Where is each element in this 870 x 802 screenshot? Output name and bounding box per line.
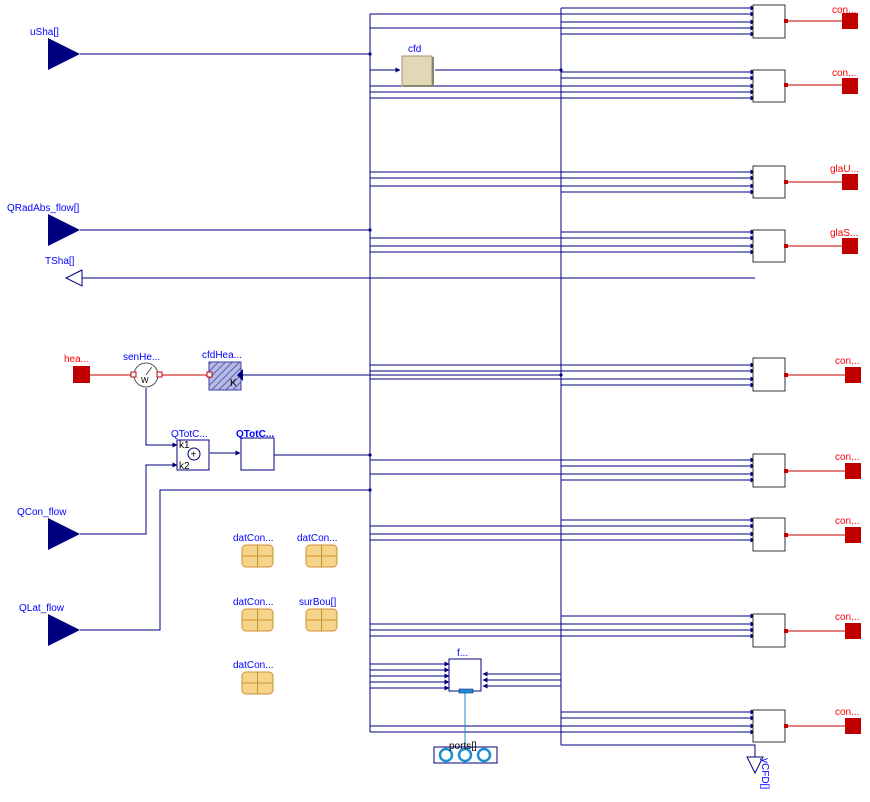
heat-flow-sensor[interactable]: W senHe... bbox=[123, 352, 163, 388]
add-k2-label: k2 bbox=[179, 461, 190, 472]
input-uSha-label: uSha[] bbox=[30, 27, 59, 38]
qtot-add-block[interactable]: + k1 k2 QTotC... bbox=[171, 429, 210, 472]
surface-block-7[interactable] bbox=[752, 517, 786, 552]
cfd-heat-k-label: K bbox=[230, 378, 237, 389]
record-surBou-label: surBou[] bbox=[299, 597, 336, 608]
record-datCon-1[interactable]: datCon... bbox=[233, 533, 274, 568]
output-port-8-label: con... bbox=[835, 612, 859, 623]
record-datCon-5[interactable]: datCon... bbox=[233, 660, 274, 695]
input-QRadAbs[interactable]: QRadAbs_flow[] bbox=[7, 203, 80, 246]
output-port-5[interactable]: con... bbox=[835, 356, 861, 383]
record-datCon-3[interactable]: datCon... bbox=[233, 597, 274, 632]
output-TSha[interactable]: TSha[] bbox=[45, 256, 83, 287]
input-QCon[interactable]: QCon_flow bbox=[17, 507, 80, 550]
output-port-9-label: con... bbox=[835, 707, 859, 718]
cfd-block-label: cfd bbox=[408, 44, 421, 55]
record-datCon-3-label: datCon... bbox=[233, 597, 274, 608]
output-yCFD[interactable]: yCFD[] bbox=[746, 756, 770, 789]
records: datCon... datCon... datCon... surBou[] d… bbox=[233, 533, 338, 695]
output-port-4-label: glaS... bbox=[830, 228, 858, 239]
surface-block-3[interactable] bbox=[752, 165, 786, 199]
heat-wires bbox=[90, 20, 845, 727]
cfd-heat-label: cfdHea... bbox=[202, 350, 242, 361]
output-port-7[interactable]: con... bbox=[835, 516, 861, 543]
input-uSha[interactable]: uSha[] bbox=[30, 27, 80, 70]
heat-port-hea-label: hea... bbox=[64, 354, 89, 365]
record-surBou[interactable]: surBou[] bbox=[299, 597, 338, 632]
fluid-ports-label: ports[] bbox=[449, 741, 477, 752]
output-port-1[interactable]: con... bbox=[832, 5, 858, 29]
fluid-interface-block[interactable]: f... bbox=[448, 648, 482, 694]
sensor-w-glyph: W bbox=[141, 376, 149, 385]
surface-block-5[interactable] bbox=[752, 357, 786, 392]
output-port-3[interactable]: glaU... bbox=[830, 164, 859, 190]
surface-block-8[interactable] bbox=[752, 613, 786, 648]
input-QLat[interactable]: QLat_flow bbox=[19, 603, 80, 646]
input-QLat-label: QLat_flow bbox=[19, 603, 65, 614]
qtot-add-label: QTotC... bbox=[171, 429, 208, 440]
add-plus-glyph: + bbox=[191, 450, 197, 461]
input-QRadAbs-label: QRadAbs_flow[] bbox=[7, 203, 79, 214]
heat-flow-sensor-label: senHe... bbox=[123, 352, 160, 363]
input-QCon-label: QCon_flow bbox=[17, 507, 67, 518]
output-port-8[interactable]: con... bbox=[835, 612, 861, 639]
surface-block-1[interactable] bbox=[752, 4, 786, 39]
output-port-2-label: con... bbox=[832, 68, 856, 79]
surface-block-4[interactable] bbox=[752, 229, 786, 263]
output-TSha-label: TSha[] bbox=[45, 256, 75, 267]
record-datCon-5-label: datCon... bbox=[233, 660, 274, 671]
surface-block-9[interactable] bbox=[752, 709, 786, 743]
output-port-6[interactable]: con... bbox=[835, 452, 861, 479]
output-port-4[interactable]: glaS... bbox=[830, 228, 858, 254]
output-port-1-label: con... bbox=[832, 5, 856, 16]
output-yCFD-label: yCFD[] bbox=[759, 758, 770, 789]
surface-block-2[interactable] bbox=[752, 69, 786, 103]
surface-block-6[interactable] bbox=[752, 453, 786, 488]
output-port-9[interactable]: con... bbox=[835, 707, 861, 734]
record-datCon-2-label: datCon... bbox=[297, 533, 338, 544]
cfd-block[interactable]: cfd bbox=[401, 44, 434, 87]
wires bbox=[80, 5, 756, 757]
record-datCon-2[interactable]: datCon... bbox=[297, 533, 338, 568]
fluid-interface-label: f... bbox=[457, 648, 468, 659]
junction-dots bbox=[368, 52, 563, 492]
qtot-block-label: QTotC... bbox=[236, 429, 274, 440]
record-datCon-1-label: datCon... bbox=[233, 533, 274, 544]
surface-blocks bbox=[752, 4, 786, 743]
output-port-5-label: con... bbox=[835, 356, 859, 367]
surface-block-ports bbox=[784, 19, 788, 728]
cfd-heat-temperature[interactable]: K cfdHea... bbox=[202, 350, 243, 391]
output-port-3-label: glaU... bbox=[830, 164, 859, 175]
add-k1-label: k1 bbox=[179, 440, 190, 451]
qtot-block[interactable]: QTotC... bbox=[236, 429, 275, 471]
output-port-2[interactable]: con... bbox=[832, 68, 858, 94]
output-port-7-label: con... bbox=[835, 516, 859, 527]
fluid-ports[interactable]: ports[] bbox=[433, 741, 498, 764]
heat-port-hea[interactable]: hea... bbox=[64, 354, 90, 383]
output-port-6-label: con... bbox=[835, 452, 859, 463]
